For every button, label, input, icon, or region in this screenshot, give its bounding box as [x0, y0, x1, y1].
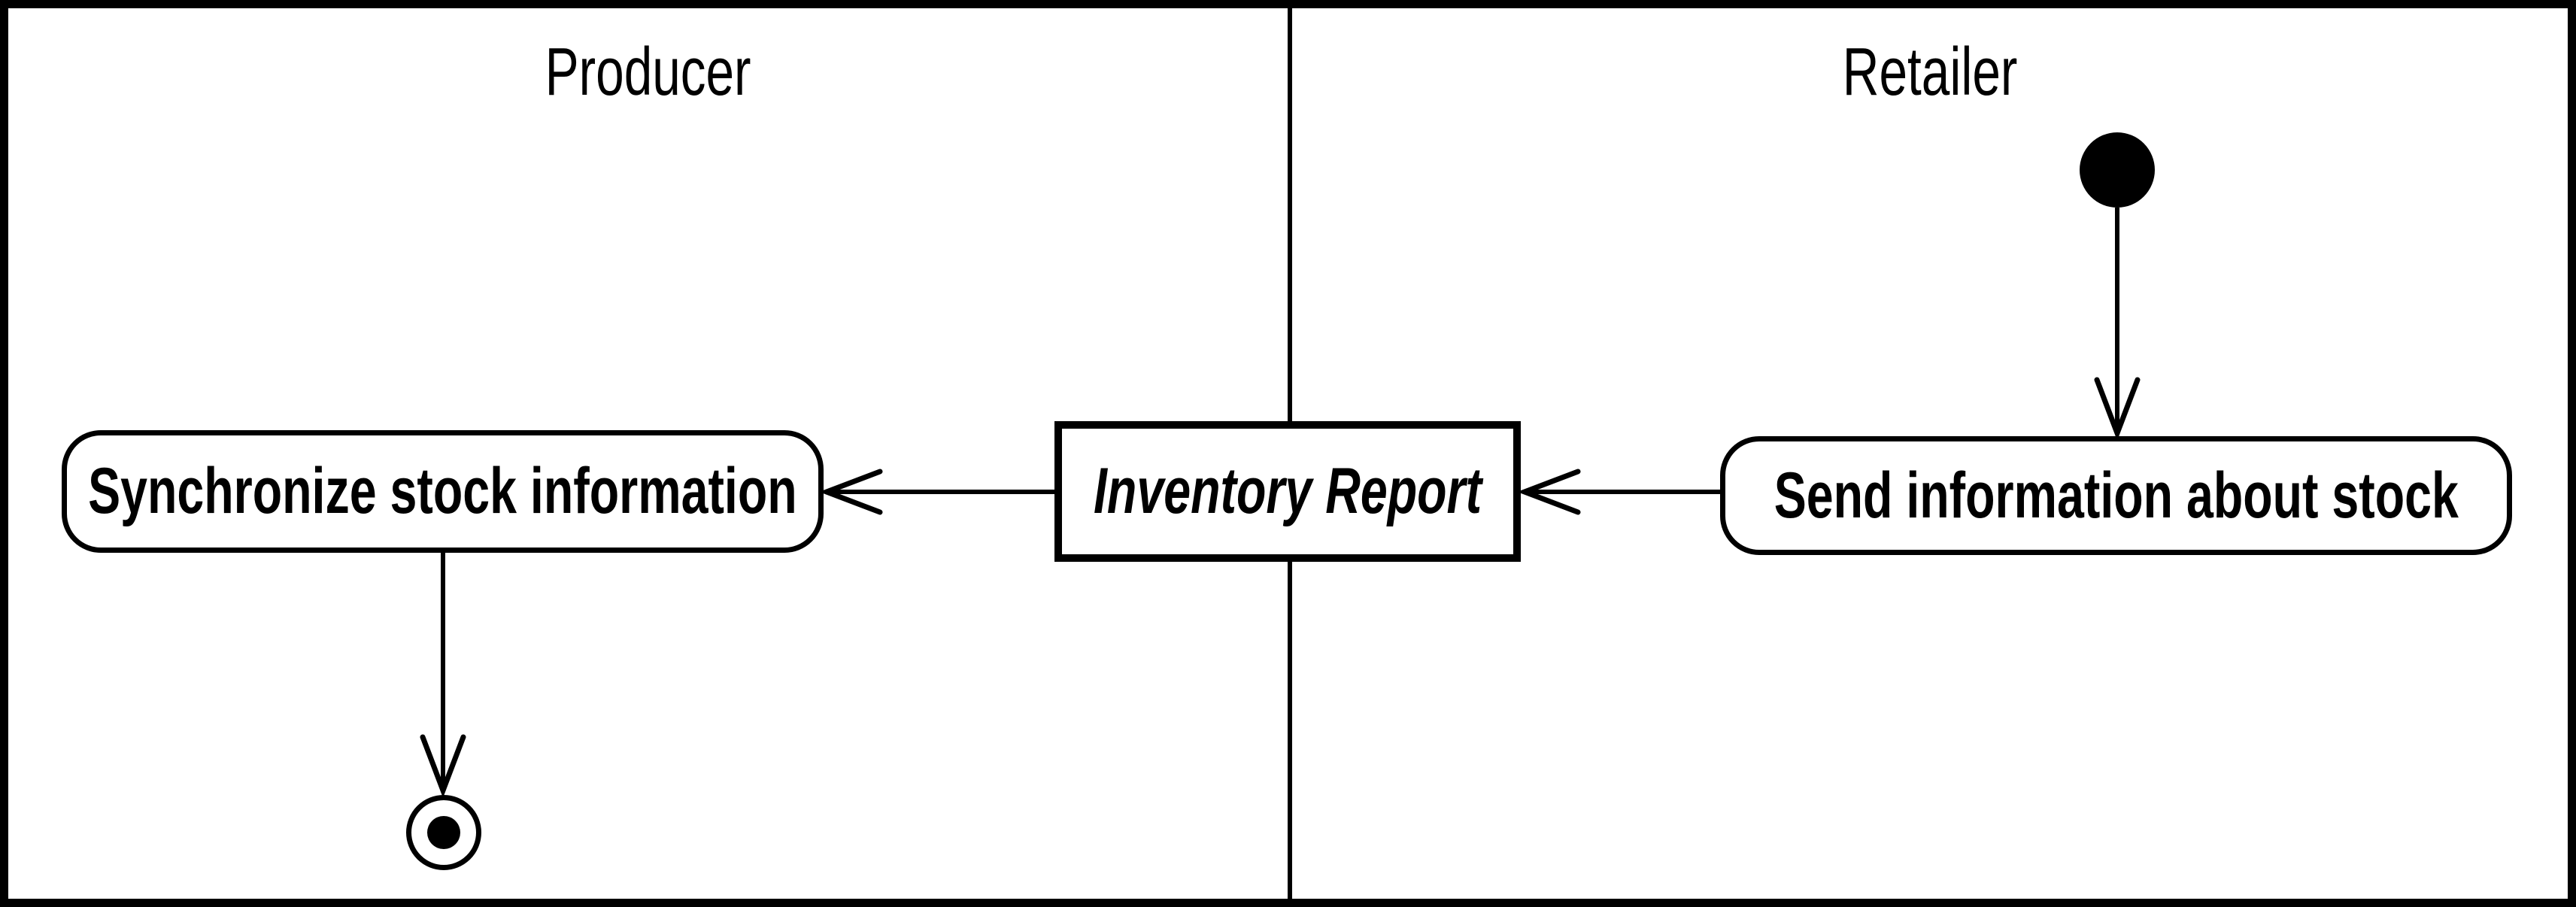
lane-label-producer-text: Producer — [545, 35, 751, 110]
initial-node-icon — [2080, 132, 2155, 208]
lane-label-retailer-text: Retailer — [1842, 35, 2018, 110]
edge-initial-to-send — [2094, 208, 2141, 441]
action-node-synchronize-stock-information: Synchronize stock information — [62, 430, 824, 553]
lane-label-retailer: Retailer — [1292, 38, 2568, 107]
open-arrowhead-left-icon — [819, 469, 883, 515]
activity-final-node-dot — [427, 816, 460, 849]
object-node-inventory-report: Inventory Report — [1054, 421, 1521, 562]
open-arrowhead-down-icon — [420, 734, 466, 798]
activity-final-node-icon — [406, 795, 481, 870]
action-node-label: Send information about stock — [1773, 459, 2459, 532]
edge-send-to-inventory-report — [1517, 469, 1722, 515]
open-arrowhead-left-icon — [1517, 469, 1581, 515]
edge-inventory-report-to-synchronize — [819, 469, 1057, 515]
action-node-label: Synchronize stock information — [88, 455, 797, 527]
open-arrowhead-down-icon — [2094, 377, 2141, 441]
edge-synchronize-to-final — [420, 551, 466, 798]
action-node-send-information-about-stock: Send information about stock — [1720, 436, 2512, 555]
object-node-label: Inventory Report — [1093, 455, 1482, 527]
lane-label-producer: Producer — [8, 38, 1288, 107]
